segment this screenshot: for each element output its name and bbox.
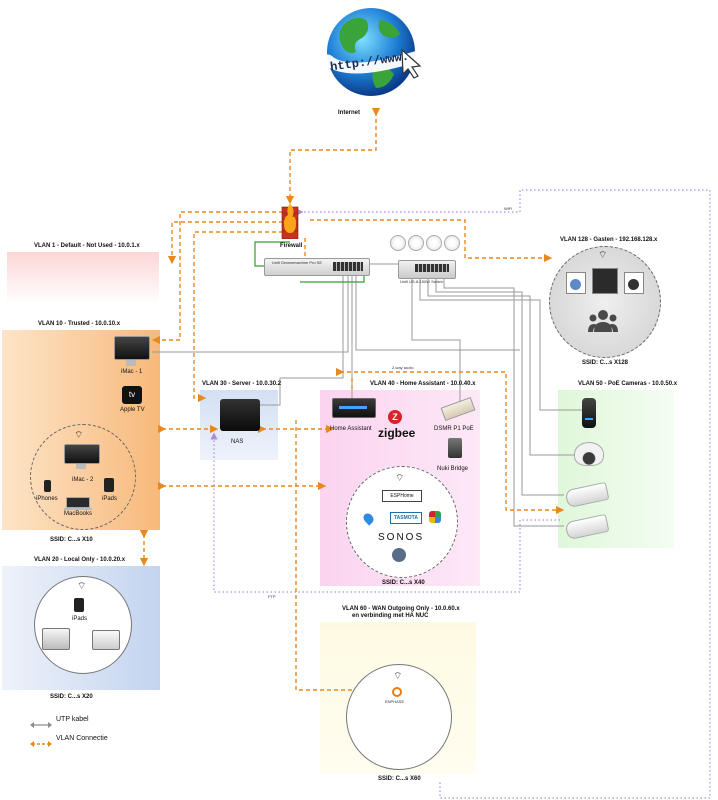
nuki-bridge-icon xyxy=(448,438,462,458)
vlan-firewall-vlan10 xyxy=(151,211,283,345)
vlan1-zone xyxy=(7,252,159,304)
vlan-firewall-vlan1 xyxy=(167,221,283,265)
vlan40-ssid: SSID: C...s X40 xyxy=(382,580,425,586)
vlan-firewall-vlan30 xyxy=(193,231,283,403)
router-label: Unifi Dreammachine Pro SE xyxy=(272,260,323,265)
router-device xyxy=(264,258,370,276)
tasmota-logo-icon: TASMOTA xyxy=(390,512,422,524)
ipad-icon xyxy=(104,478,114,492)
zigbee-icon: Z xyxy=(388,410,402,424)
wifi-icon: ⌔ xyxy=(395,473,405,484)
firewall-label: Firewall xyxy=(280,243,303,249)
vlan60-ssid: SSID: C...s X60 xyxy=(378,776,421,782)
vlan20-wifi-circle xyxy=(34,576,132,674)
dome-camera-icon xyxy=(574,442,604,466)
access-point-1-icon xyxy=(390,235,406,251)
audio-label: 2-way audio xyxy=(392,365,414,370)
vlan60-wifi-circle xyxy=(346,664,452,770)
nas-icon xyxy=(220,399,260,431)
vlan128-ssid: SSID: C...s X128 xyxy=(582,360,629,366)
printer-icon xyxy=(42,628,70,650)
switch-label: Unifi US-8-150W Switch xyxy=(400,279,443,284)
vlan1-title: VLAN 1 - Default - Not Used - 10.0.1.x xyxy=(34,243,140,249)
iphones-label: iPhones xyxy=(36,496,58,502)
utp-router-nas xyxy=(240,274,344,406)
utp-switch-dsmr xyxy=(411,278,461,410)
switch-device xyxy=(398,260,456,279)
imac1-icon xyxy=(114,336,150,366)
utp-router-vlan xyxy=(355,274,520,351)
wifi-firewall-vlan128 xyxy=(296,189,711,799)
vlan60-subtitle: en verbinding met HA NUC xyxy=(352,613,429,619)
vlan-firewall-vlan128 xyxy=(310,219,553,263)
wifi-icon: ⌔ xyxy=(77,581,87,592)
enphase-logo-icon xyxy=(392,687,402,697)
sonos-label: SONOS xyxy=(378,532,425,543)
vlan20-title: VLAN 20 - Local Only - 10.0.20.x xyxy=(34,557,126,563)
vlan-internet-firewall xyxy=(285,107,381,205)
legend-utp-arrow-icon xyxy=(30,716,52,734)
vlan128-title: VLAN 128 - Gasten - 192.168.128.x xyxy=(560,237,658,243)
vlan-ha-vlan50 xyxy=(335,367,565,515)
firewall-icon xyxy=(281,203,299,240)
utp-switch-cam4 xyxy=(443,278,564,527)
ipads-label: iPads xyxy=(72,616,88,622)
internet-label: Internet xyxy=(338,110,361,116)
vlan10-title: VLAN 10 - Trusted - 10.0.10.x xyxy=(38,321,121,327)
vlan40-title: VLAN 40 - Home Assistant - 10.0.40.x xyxy=(370,381,476,387)
legend-utp-label: UTP kabel xyxy=(56,716,89,723)
dsmr-label: DSMR P1 PoE xyxy=(434,426,474,432)
home-assistant-nuc-icon xyxy=(332,398,376,418)
nas-label: NAS xyxy=(231,439,244,445)
utp-router-imac xyxy=(152,274,349,353)
vlan30-title: VLAN 30 - Server - 10.0.30.2 xyxy=(202,381,282,387)
wifi-label: WiFi xyxy=(504,206,512,211)
wifi-icon: ⌔ xyxy=(393,671,403,682)
vlan20-ssid: SSID: C...s X20 xyxy=(50,694,93,700)
printer-icon xyxy=(92,630,120,650)
access-point-3-icon xyxy=(426,235,442,251)
vlan128-wifi-circle xyxy=(549,246,661,358)
imac1-label: iMac - 1 xyxy=(121,369,143,375)
imac2-icon xyxy=(64,444,100,469)
esphome-logo-icon: ESPHome xyxy=(382,490,422,502)
iphone-icon xyxy=(44,480,51,492)
vlan60-title: VLAN 60 - WAN Outgoing Only - 10.0.60.x xyxy=(342,606,460,612)
puzzle-icon xyxy=(429,511,441,523)
legend-vlan-arrow-icon xyxy=(30,735,52,753)
wifi-icon: ⌔ xyxy=(74,430,84,441)
vlan10-ssid: SSID: C...s X10 xyxy=(50,537,93,543)
access-point-4-icon xyxy=(444,235,460,251)
wifi-icon: ⌔ xyxy=(598,250,608,261)
doorbell-camera-icon xyxy=(582,398,596,428)
vlan50-title: VLAN 50 - PoE Cameras - 10.0.50.x xyxy=(578,381,678,387)
enphase-label: ENPHASE xyxy=(385,699,405,704)
macbook-icon xyxy=(64,497,92,510)
access-point-2-icon xyxy=(408,235,424,251)
nuki-bridge-label: Nuki Bridge xyxy=(437,466,469,472)
dog-icon xyxy=(392,548,406,562)
dryer-icon xyxy=(624,272,644,294)
appletv-icon: tv xyxy=(122,386,142,404)
ftp-camera-nas xyxy=(210,432,560,593)
macbooks-label: MacBooks xyxy=(64,511,93,517)
guests-icon xyxy=(588,308,618,334)
legend-vlan-label: VLAN Connectie xyxy=(56,735,108,742)
oven-icon xyxy=(592,268,618,294)
imac2-label: iMac - 2 xyxy=(72,477,94,483)
vlan10-wifi-circle xyxy=(30,424,136,530)
home-assistant-label: Home Assistant xyxy=(330,426,372,432)
zigbee-label: zigbee xyxy=(378,426,416,440)
internet-globe-icon xyxy=(316,2,426,102)
ipads-label: iPads xyxy=(102,496,118,502)
ipad-icon xyxy=(74,598,84,612)
washing-machine-icon xyxy=(566,272,586,294)
appletv-label: Apple TV xyxy=(120,407,145,413)
ftp-label: FTP xyxy=(268,594,276,599)
firewall-router-link xyxy=(254,241,290,267)
